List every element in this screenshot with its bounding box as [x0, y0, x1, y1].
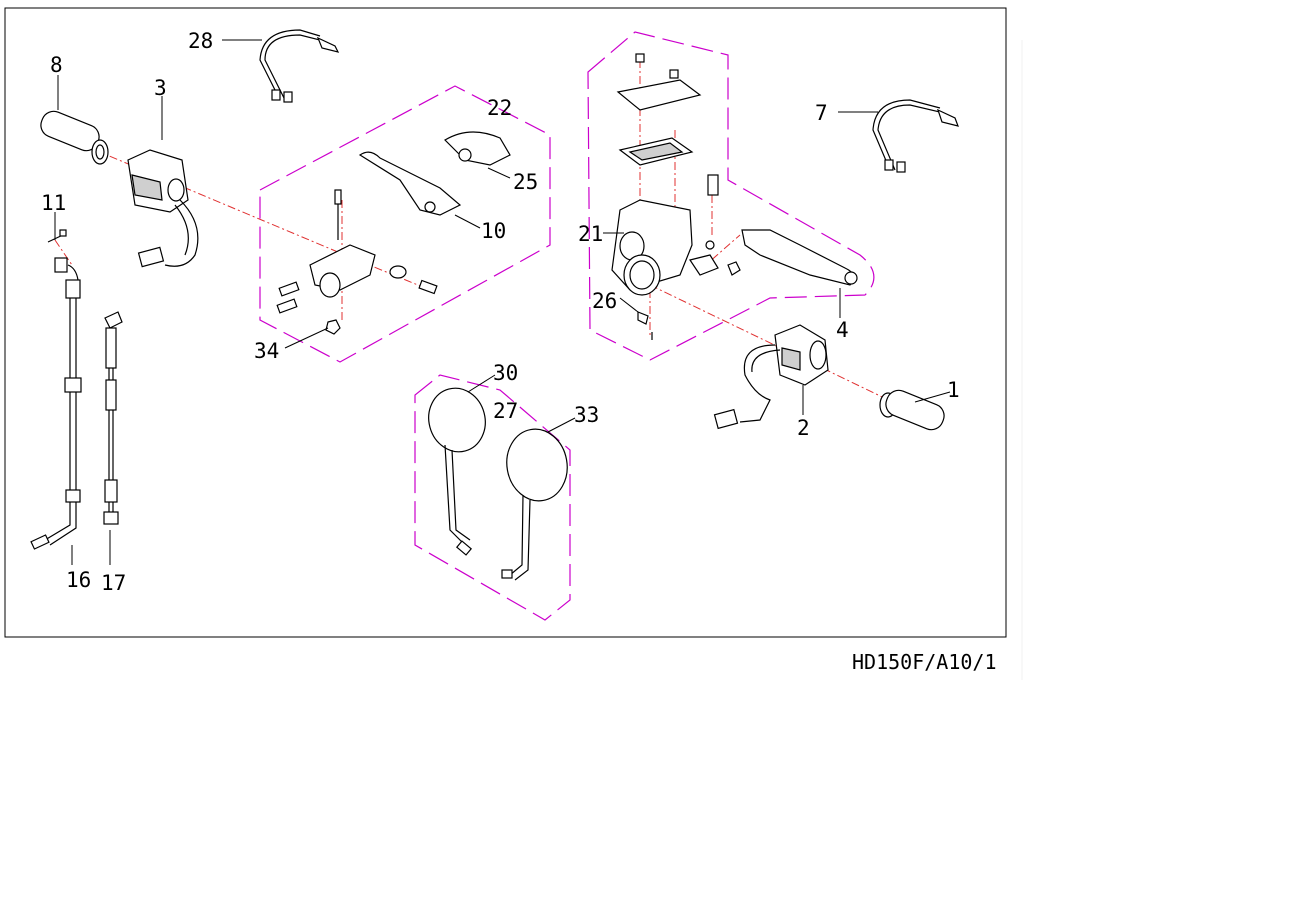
right-lever-part — [741, 229, 858, 286]
callout-21: 21 — [578, 222, 603, 246]
left-switch-housing-part — [127, 149, 199, 268]
screw-part-11 — [47, 229, 67, 243]
callout-16: 16 — [66, 568, 91, 592]
callout-4: 4 — [836, 318, 849, 342]
callout-30: 30 — [493, 361, 518, 385]
drawing-code: HD150F/A10/1 — [852, 650, 997, 674]
callout-22: 22 — [487, 96, 512, 120]
drawing-frame — [4, 7, 1007, 638]
lever-cover-part — [444, 131, 511, 166]
mirror-part-30 — [428, 387, 486, 556]
right-grip-part — [879, 389, 945, 431]
mirror-part-33 — [501, 428, 568, 581]
left-grip-part — [40, 110, 109, 165]
callout-1: 1 — [947, 378, 960, 402]
wire-harness-part-28 — [259, 29, 340, 103]
leader-lines — [54, 39, 951, 565]
callout-33: 33 — [574, 403, 599, 427]
callout-3: 3 — [154, 76, 167, 100]
lever-bracket-part — [276, 189, 438, 335]
callout-25: 25 — [513, 170, 538, 194]
callout-11: 11 — [41, 191, 66, 215]
callout-10: 10 — [481, 219, 506, 243]
wire-harness-part-7 — [872, 99, 959, 173]
callout-26: 26 — [592, 289, 617, 313]
cable-part-17 — [103, 311, 123, 525]
master-cylinder-part — [611, 53, 741, 340]
cable-part-16 — [30, 257, 82, 550]
group-outline-master-cylinder — [587, 31, 875, 361]
callout-7: 7 — [815, 101, 828, 125]
callout-28: 28 — [188, 29, 213, 53]
callout-8: 8 — [50, 53, 63, 77]
right-switch-housing-part — [713, 324, 829, 430]
callout-2: 2 — [797, 416, 810, 440]
callout-34: 34 — [254, 339, 279, 363]
callout-27: 27 — [493, 399, 518, 423]
group-outline-mirrors — [414, 374, 571, 621]
group-outline-lever-bracket — [259, 85, 551, 363]
callout-17: 17 — [101, 571, 126, 595]
left-lever-part — [358, 151, 462, 216]
